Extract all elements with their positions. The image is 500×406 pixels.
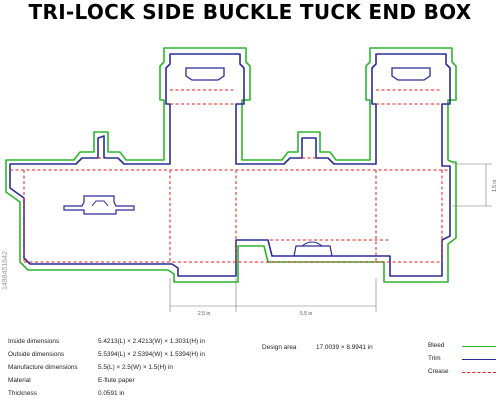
left-tab-slot	[185, 67, 225, 81]
legend-label: Bleed	[428, 342, 445, 349]
lock-tab-cut	[91, 200, 109, 207]
trim-swatch	[462, 359, 496, 360]
dimension-label-length: 5.5 in	[300, 311, 312, 317]
legend-label: Crease	[428, 368, 449, 375]
legend-item-bleed: Bleed	[428, 342, 498, 352]
dimension-label-depth: 2.5 in	[198, 311, 210, 317]
spec-label: Material	[8, 377, 31, 384]
spec-row: Inside dimensions 5.4213(L) × 2.4213(W) …	[0, 338, 270, 348]
bottom-lock-notch	[293, 245, 333, 257]
spec-row: Material E-flute paper	[0, 377, 270, 387]
legend-item-crease: Crease	[428, 368, 498, 378]
design-area-label: Design area	[262, 344, 297, 351]
dimension-label-height: 1.5 in	[492, 180, 498, 192]
design-area-value: 17.0039 × 8.9941 in	[316, 344, 373, 351]
front-lock-slot	[63, 195, 135, 215]
bleed-swatch	[462, 346, 496, 347]
spec-label: Manufacture dimensions	[8, 364, 78, 371]
spec-row: Outside dimensions 5.5394(L) × 2.5394(W)…	[0, 351, 270, 361]
spec-label: Thickness	[8, 390, 37, 397]
spec-value: E-flute paper	[98, 377, 135, 384]
spec-value: 5.5394(L) × 2.5394(W) × 1.5394(H) in	[98, 351, 205, 358]
page-title: TRI-LOCK SIDE BUCKLE TUCK END BOX	[28, 0, 472, 24]
spec-value: 5.4213(L) × 2.4213(W) × 1.3031(H) in	[98, 338, 205, 345]
spec-label: Outside dimensions	[8, 351, 65, 358]
design-area: Design area 17.0039 × 8.9941 in	[262, 344, 373, 351]
trim-outline	[9, 53, 451, 277]
spec-value: 0.0591 in	[98, 390, 125, 397]
crease-swatch	[462, 372, 496, 373]
spec-label: Inside dimensions	[8, 338, 60, 345]
legend-label: Trim	[428, 355, 441, 362]
bottom-lock-tab	[301, 241, 323, 247]
spec-row: Thickness 0.0591 in	[0, 390, 270, 400]
legend-item-trim: Trim	[428, 355, 498, 365]
right-tab-slot	[391, 67, 431, 81]
spec-value: 5.5(L) × 2.5(W) × 1.5(H) in	[98, 364, 173, 371]
spec-row: Manufacture dimensions 5.5(L) × 2.5(W) ×…	[0, 364, 270, 374]
bleed-outline	[5, 47, 457, 283]
dimension-lines	[169, 163, 492, 312]
watermark: 1498451642	[2, 251, 9, 290]
crease-lines	[10, 89, 450, 263]
